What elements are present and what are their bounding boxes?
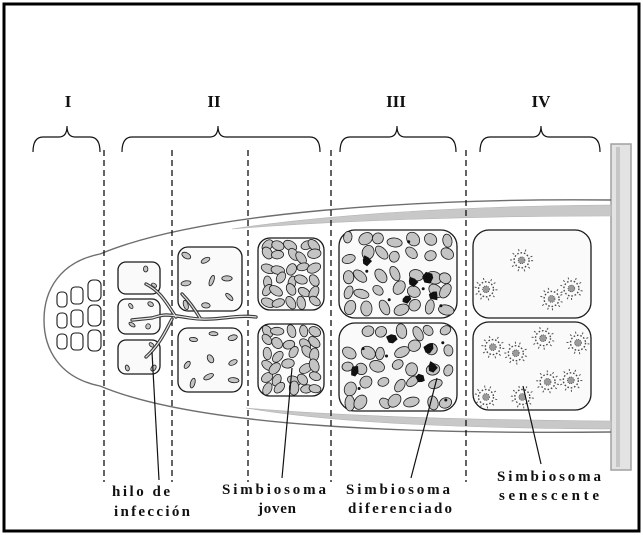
granule-dot <box>358 387 361 390</box>
granule-dot <box>441 341 444 344</box>
meristem-cell <box>88 330 101 351</box>
symbiosome-ray <box>561 302 563 303</box>
symbiosome-core <box>575 339 582 346</box>
granule-dot <box>422 287 425 290</box>
meristem-cell <box>57 313 67 328</box>
cell-wall <box>473 322 591 410</box>
symbiosome <box>201 302 210 308</box>
symbiosome-ray <box>552 341 554 342</box>
symbiosome <box>228 377 239 383</box>
symbiosome-ray <box>489 336 490 338</box>
label-infection-thread-line2: infección <box>114 504 191 520</box>
meristem-cell <box>88 305 101 326</box>
symbiosome-core <box>489 344 496 351</box>
zone-numeral-i: I <box>65 92 72 111</box>
cell-zone-ii-c-top <box>258 237 324 311</box>
symbiosome-ray <box>525 250 526 252</box>
symbiosome-core <box>512 350 519 357</box>
granule-dot <box>365 270 368 273</box>
symbiosome <box>343 270 354 284</box>
symbiosome-ray <box>483 278 484 280</box>
symbiosome-core <box>483 286 490 293</box>
symbiosome-ray <box>525 349 527 350</box>
cell-zone-iii-top <box>339 230 457 318</box>
root-bar <box>611 144 631 470</box>
symbiosome <box>345 395 355 411</box>
symbiosome-core <box>548 296 555 303</box>
zone-numeral-iv: IV <box>532 92 552 111</box>
zone-numeral-ii: II <box>207 92 221 111</box>
symbiosome <box>209 331 218 335</box>
symbiosome-core <box>544 379 551 386</box>
granule-dot <box>444 399 447 402</box>
symbiosome-ray <box>574 352 575 354</box>
symbiosome-core <box>568 285 575 292</box>
symbiosome-ray <box>475 394 477 395</box>
meristem-cell <box>71 333 83 350</box>
granule-dot <box>407 240 410 243</box>
granule-dot <box>388 298 391 301</box>
granule-dot <box>362 347 365 350</box>
symbiosome <box>360 301 372 317</box>
cell-zone-ii-a-bottom <box>118 340 160 374</box>
symbiosome <box>222 276 232 281</box>
meristem-cell <box>88 280 101 301</box>
zone-numeral-iii: III <box>386 92 406 111</box>
symbiosome <box>144 266 148 272</box>
symbiosome-core <box>518 257 525 264</box>
symbiosome-ray <box>512 401 514 402</box>
symbiosome-ray <box>525 356 527 357</box>
symbiosome-ray <box>495 399 497 400</box>
symbiosome-ray <box>560 285 562 286</box>
symbiosome-core <box>483 394 490 401</box>
symbiosome-core <box>540 335 547 342</box>
symbiosome-ray <box>540 327 541 329</box>
cell-zone-ii-b-bottom <box>178 328 242 392</box>
granule-dot <box>439 304 442 307</box>
cell-zone-iii-bottom <box>339 323 457 412</box>
symbiosome-ray <box>531 256 533 257</box>
meristem-cell <box>57 292 67 307</box>
symbiosome-ray <box>524 269 525 271</box>
symbiosome-core <box>567 377 574 384</box>
root-bar-body <box>611 144 631 470</box>
cell-zone-iv-bottom <box>473 322 591 410</box>
symbiosome-ray <box>519 249 520 251</box>
cell-zone-iv-top <box>473 230 591 318</box>
meristem-cell <box>71 310 83 327</box>
meristem-cell <box>57 334 67 349</box>
granule-dot <box>385 355 388 358</box>
symbiosome-ray <box>548 288 549 290</box>
cell-wall <box>473 230 591 318</box>
symbiosome-ray <box>568 278 569 280</box>
label-young-symbiosome-line2: joven <box>257 501 297 517</box>
symbiosome-ray <box>561 292 563 293</box>
meristem-cell <box>71 287 83 304</box>
symbiosome-ray <box>518 269 519 271</box>
symbiosome <box>270 327 284 335</box>
symbiosome-ray <box>519 386 520 388</box>
symbiosome-ray <box>548 308 549 310</box>
